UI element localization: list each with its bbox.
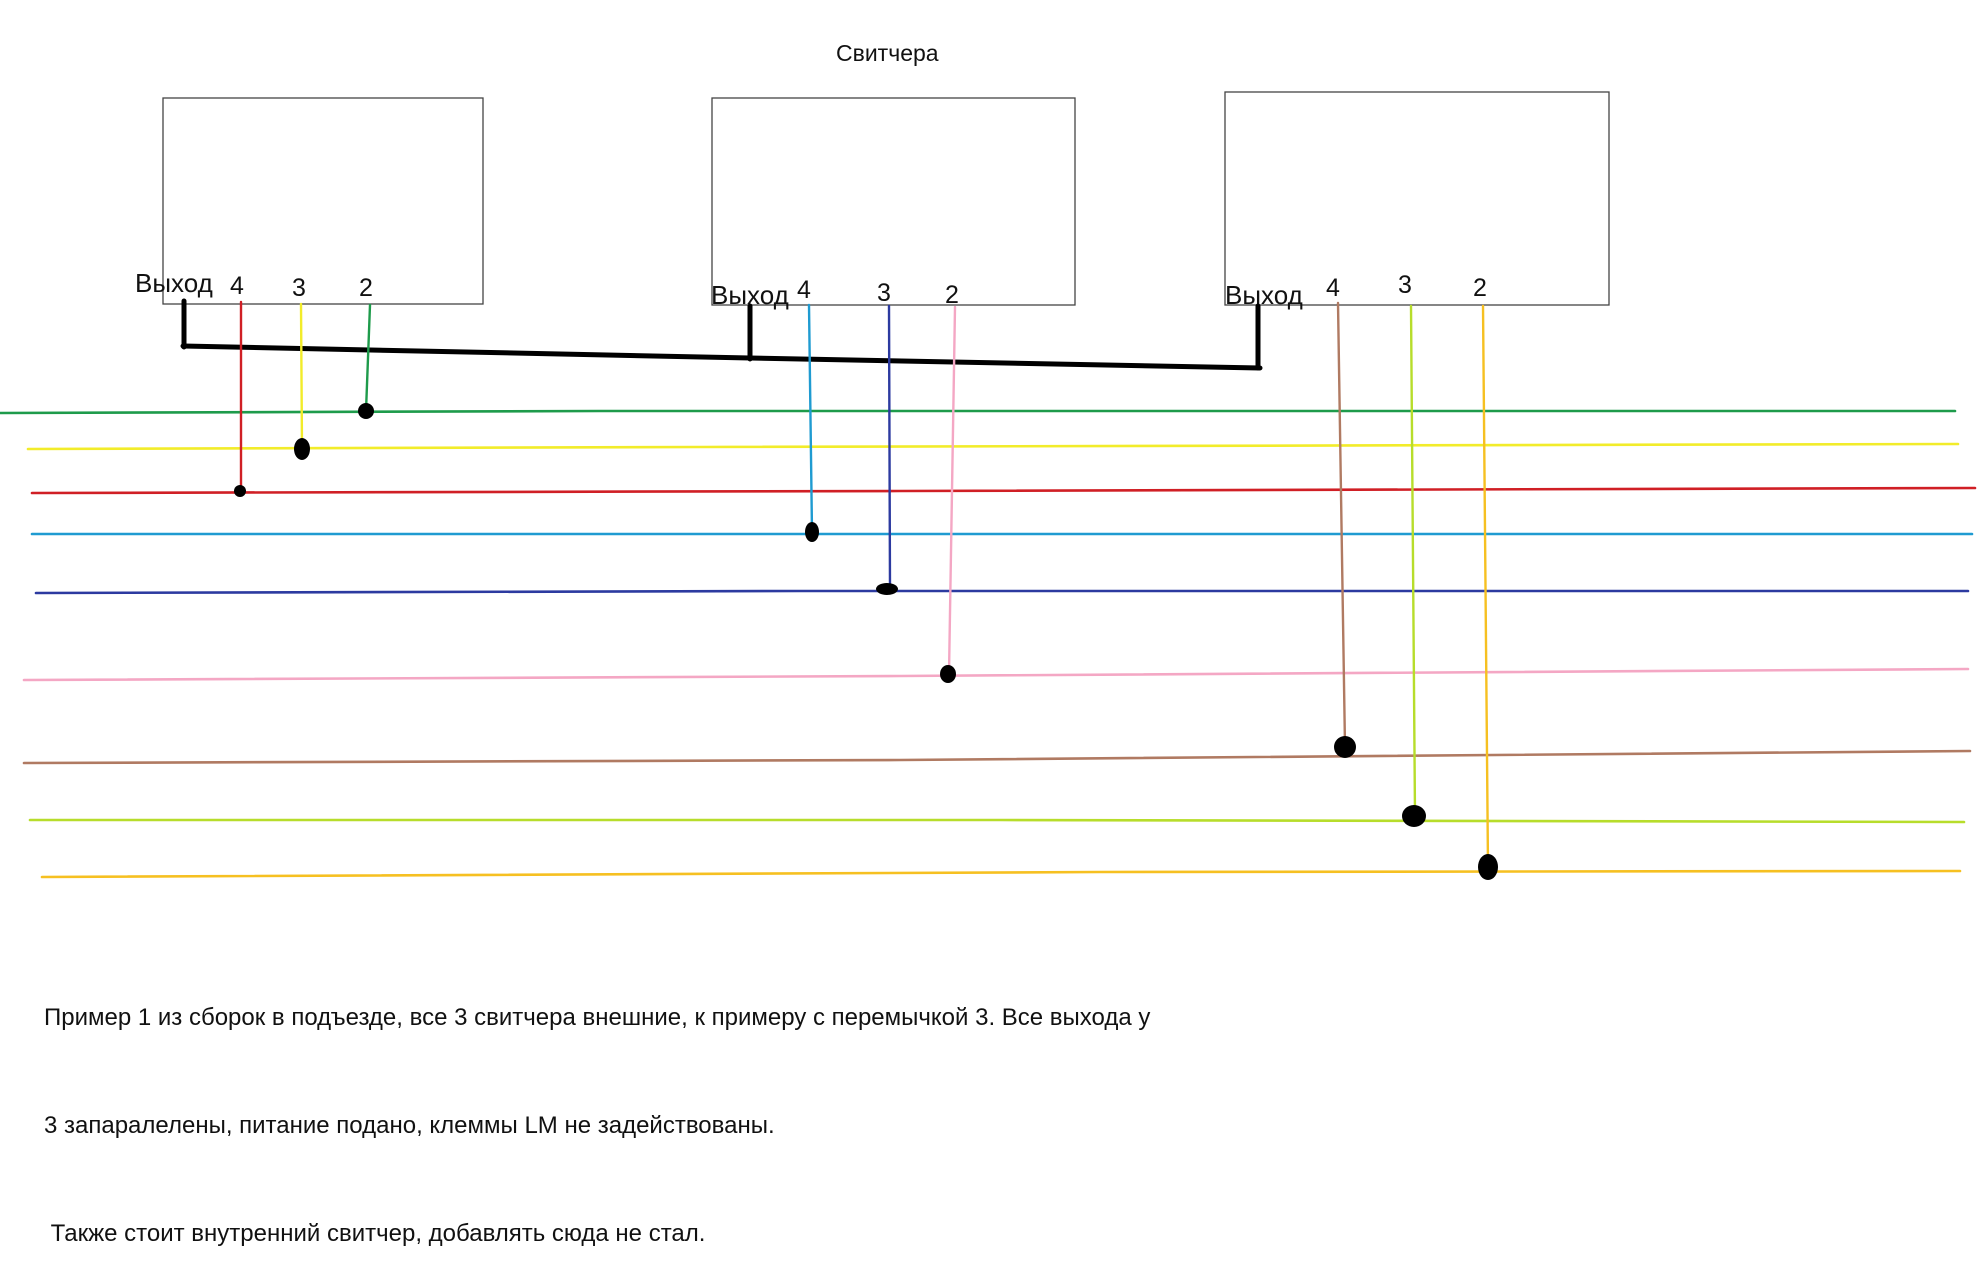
- junction-dot-sw2-3: [876, 583, 898, 595]
- junction-dot-sw3-3: [1402, 805, 1426, 827]
- bus-line-gold: [40, 869, 1962, 879]
- terminal-label-sw2-2: 2: [945, 281, 959, 309]
- drop-wire-sw3-3: [1409, 304, 1417, 818]
- junction-dot-sw3-4: [1334, 736, 1356, 758]
- drop-wire-sw1-3: [299, 302, 304, 450]
- switch-box-2: [711, 97, 1076, 306]
- switch-box-3: [1224, 91, 1610, 306]
- terminal-label-sw3-4: 4: [1326, 274, 1340, 302]
- output-jumper: [180, 298, 1263, 371]
- junction-dot-sw2-2: [940, 665, 956, 683]
- output-jumper-bus: [180, 343, 1263, 371]
- terminal-label-sw2-3: 3: [877, 279, 891, 307]
- junction-dot-sw1-3: [294, 438, 310, 460]
- terminal-label-sw3-3: 3: [1398, 271, 1412, 299]
- drop-wire-sw3-2: [1481, 304, 1490, 869]
- bus-line-green: [0, 409, 1957, 415]
- bus-line-red: [30, 486, 1977, 495]
- output-label-sw1: Выход: [135, 268, 213, 298]
- diagram-title: Свитчера: [836, 40, 939, 66]
- output-label-sw3: Выход: [1225, 280, 1303, 310]
- bus-line-lime: [28, 818, 1966, 824]
- bus-line-navy: [34, 589, 1970, 595]
- terminal-label-sw1-4: 4: [230, 272, 244, 300]
- terminal-label-sw2-4: 4: [797, 276, 811, 304]
- wiring-diagram: Свитчера Выход Выход Выход 4 3 2 4 3 2 4…: [0, 40, 1977, 880]
- note-line-2: 3 запаралелены, питание подано, клеммы L…: [44, 1112, 775, 1139]
- drop-wire-sw2-4: [807, 303, 814, 534]
- drop-wire-sw2-3: [887, 304, 892, 591]
- junction-dot-sw2-4: [805, 522, 819, 542]
- bus-line-brown: [22, 749, 1972, 765]
- description-note: Пример 1 из сборок в подъезде, все 3 сви…: [44, 928, 1444, 1288]
- bus-line-yellow: [26, 442, 1960, 451]
- drop-wire-sw2-2: [947, 305, 957, 676]
- switch-box-1: [162, 97, 484, 305]
- note-line-1: Пример 1 из сборок в подъезде, все 3 сви…: [44, 1004, 1151, 1031]
- junction-dot-sw1-4: [234, 485, 246, 497]
- junction-dot-sw3-2: [1478, 854, 1498, 880]
- drop-wire-sw3-4: [1336, 301, 1347, 749]
- bus-line-pink: [22, 667, 1970, 682]
- drop-wire-sw1-2: [364, 303, 372, 413]
- note-line-3: Также стоит внутренний свитчер, добавлят…: [44, 1220, 706, 1247]
- terminal-label-sw1-2: 2: [359, 274, 373, 302]
- junction-dot-sw1-2: [358, 403, 374, 419]
- terminal-label-sw1-3: 3: [292, 274, 306, 302]
- terminal-label-sw3-2: 2: [1473, 274, 1487, 302]
